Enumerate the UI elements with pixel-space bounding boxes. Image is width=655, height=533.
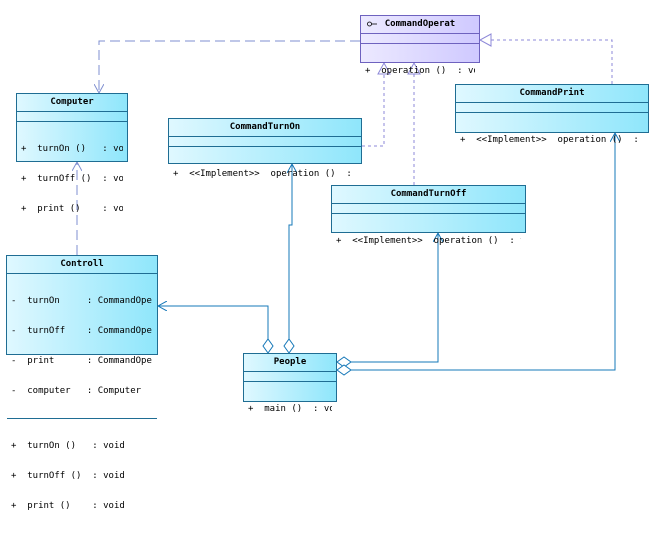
operations-section: + operation () : void (361, 44, 479, 98)
attributes-section (456, 103, 648, 113)
class-title: Controll (7, 256, 157, 274)
operation-row: + main () : void (248, 404, 332, 414)
class-commandprint[interactable]: CommandPrint + <<Implement>> operation (… (455, 84, 649, 145)
operation-row: + print () : void (11, 501, 125, 511)
class-people[interactable]: People + main () : void (243, 353, 337, 414)
operation-row: + <<Implement>> operation () : void (173, 169, 352, 179)
operation-row: + <<Implement>> operation () : void (336, 236, 521, 246)
aggregation-people-controll (158, 306, 268, 353)
attribute-row: - computer : Computer (11, 386, 142, 396)
class-title: People (244, 354, 336, 372)
attribute-row: - turnOn : CommandOperat (11, 296, 153, 306)
class-title: CommandTurnOff (332, 186, 525, 204)
class-title: CommandOperat (361, 16, 479, 34)
operations-section: + <<Implement>> operation () : void (332, 214, 525, 268)
class-commandoperat[interactable]: CommandOperat + operation () : void (360, 15, 480, 76)
operations-section: + turnOn () : void + turnOff () : void +… (17, 122, 127, 236)
operation-row: + turnOn () : void (21, 144, 123, 154)
operation-row: + turnOn () : void (11, 441, 125, 451)
attributes-section: - turnOn : CommandOperat - turnOff : Com… (7, 274, 157, 419)
realization-commandprint-commandoperat (478, 33, 613, 84)
attributes-section (17, 112, 127, 122)
attributes-section (244, 372, 336, 382)
operations-section: + <<Implement>> operation () : void (456, 113, 648, 167)
operations-section: + turnOn () : void + turnOff () : void +… (7, 419, 157, 533)
aggregation-people-commandturnon (289, 164, 292, 353)
attributes-section (332, 204, 525, 214)
class-title: Computer (17, 94, 127, 112)
operations-section: + <<Implement>> operation () : void (169, 147, 361, 201)
interface-icon (367, 21, 377, 27)
class-title: CommandTurnOn (169, 119, 361, 137)
attributes-section (361, 34, 479, 44)
operations-section: + main () : void (244, 382, 336, 436)
class-commandturnoff[interactable]: CommandTurnOff + <<Implement>> operation… (331, 185, 526, 246)
class-computer[interactable]: Computer + turnOn () : void + turnOff ()… (16, 93, 128, 214)
attributes-section (169, 137, 361, 147)
operation-row: + operation () : void (365, 66, 475, 76)
operation-row: + print () : void (21, 204, 123, 214)
operation-row: + turnOff () : void (11, 471, 125, 481)
operation-row: + <<Implement>> operation () : void (460, 135, 639, 145)
class-title: CommandPrint (456, 85, 648, 103)
attribute-row: - turnOff : CommandOperat (11, 326, 153, 336)
relationship-lines (0, 33, 655, 420)
dependency-commandoperat-computer (99, 40, 360, 93)
operation-row: + turnOff () : void (21, 174, 123, 184)
class-commandturnon[interactable]: CommandTurnOn + <<Implement>> operation … (168, 118, 362, 179)
aggregation-people-commandprint (337, 133, 615, 370)
class-controll[interactable]: Controll - turnOn : CommandOperat - turn… (6, 255, 158, 511)
attribute-row: - print : CommandOperat (11, 356, 153, 366)
uml-canvas: CommandOperat + operation () : void Comp… (0, 15, 655, 511)
